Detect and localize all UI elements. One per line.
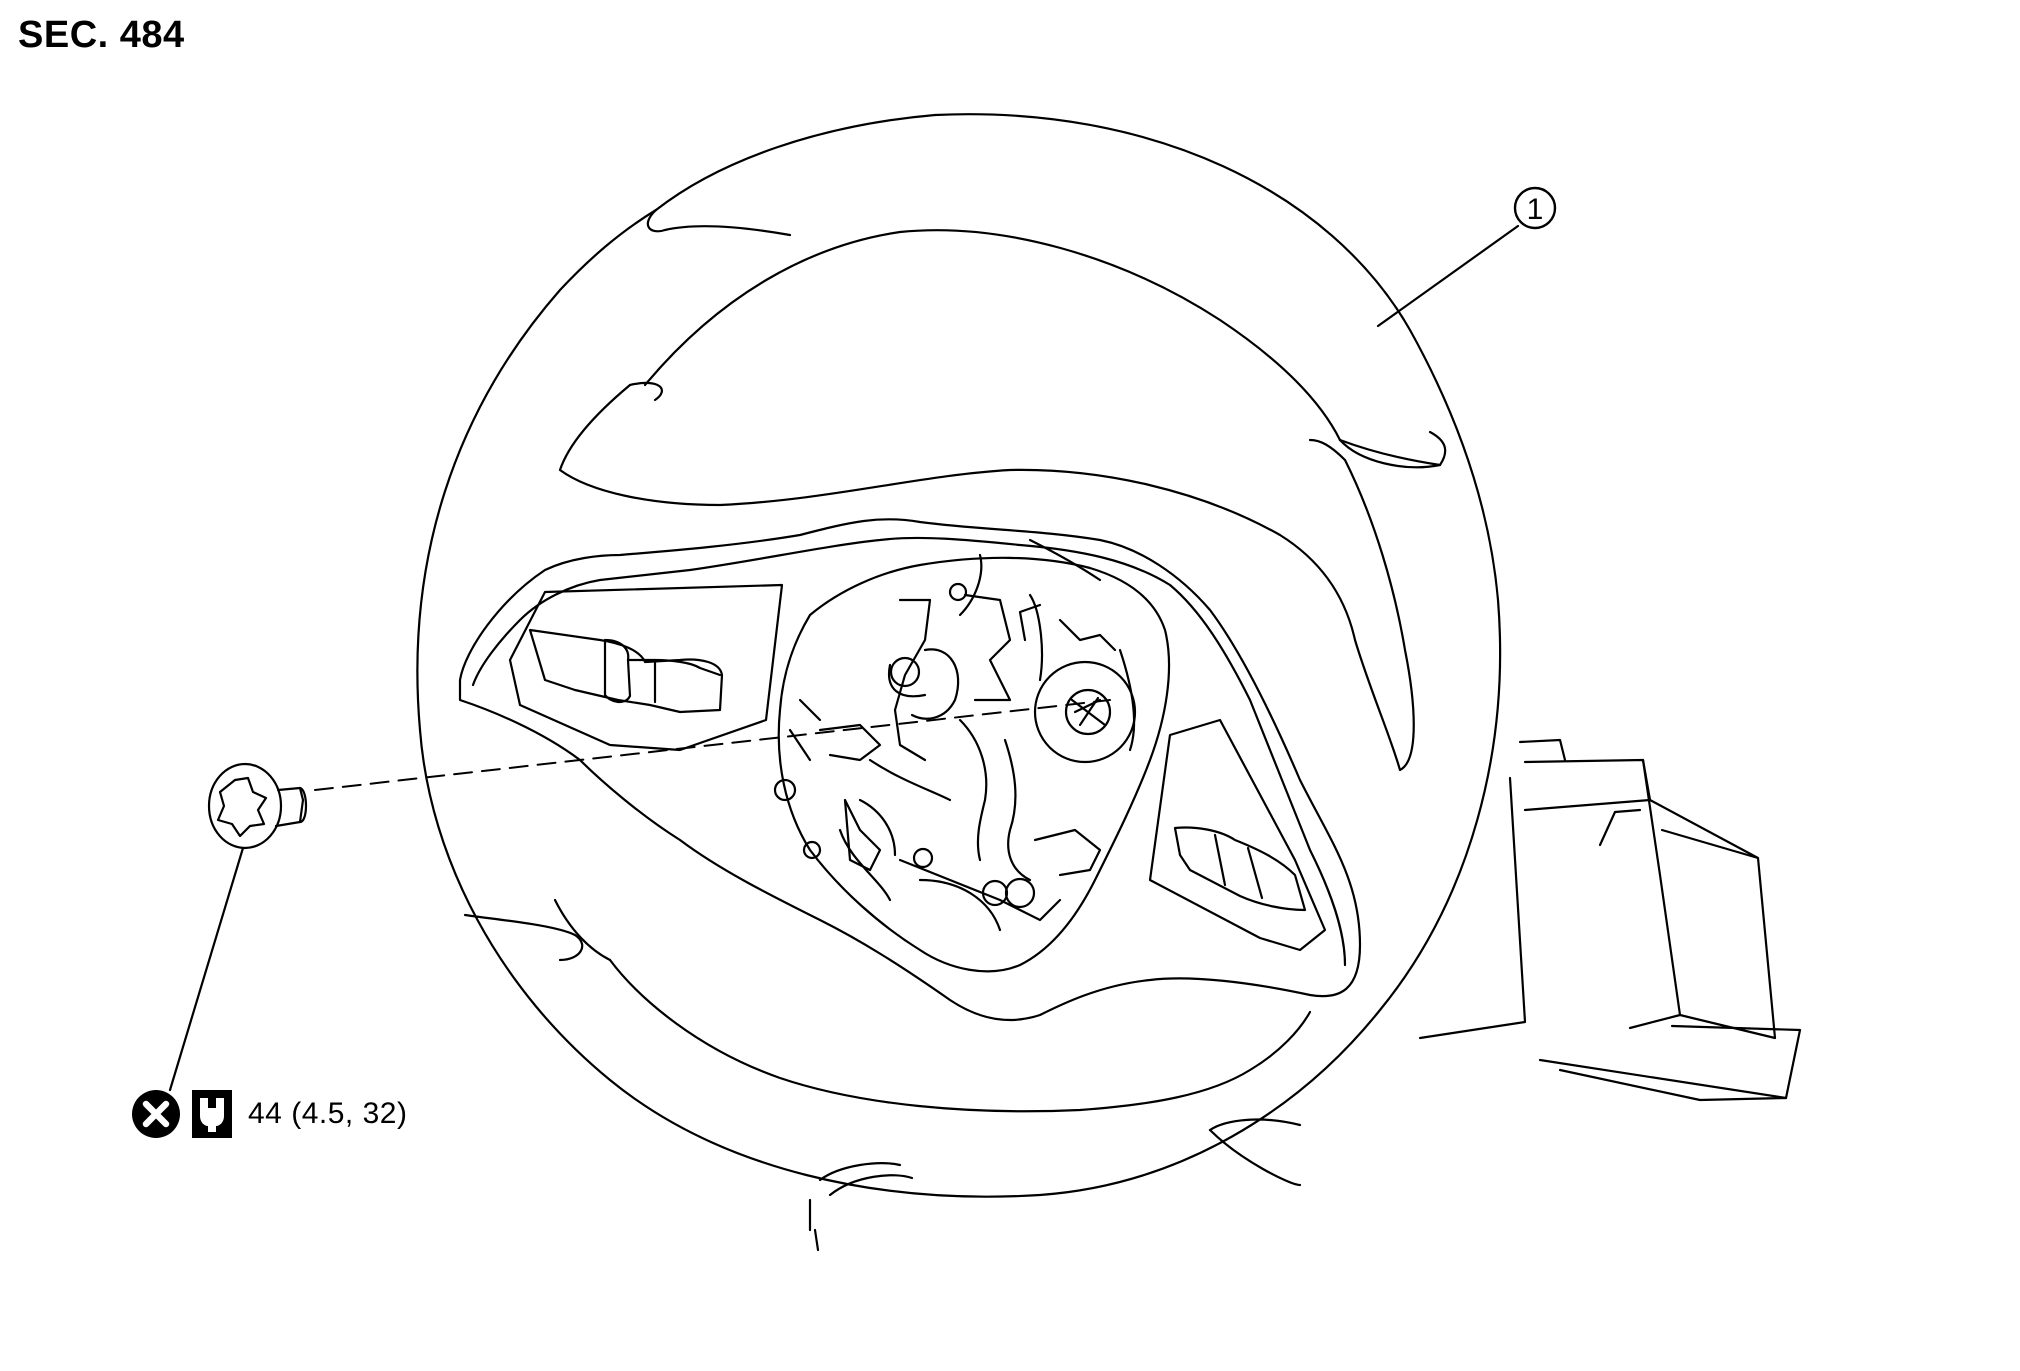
callout-1-label: 1 <box>1527 193 1544 226</box>
torque-wrench-icon <box>192 1090 232 1138</box>
alignment-dashed-line <box>314 699 1111 791</box>
torque-leader-line <box>168 846 245 1092</box>
wheel-rim <box>416 113 1502 1252</box>
steering-column <box>1418 738 1802 1102</box>
do-not-reuse-icon <box>132 1090 180 1138</box>
steering-wheel-bolt <box>207 762 308 850</box>
torque-spec: 44 (4.5, 32) <box>130 1088 407 1140</box>
section-label: SEC. 484 <box>18 14 185 56</box>
torque-value: 44 (4.5, 32) <box>248 1097 408 1130</box>
callout-1: 1 <box>1513 186 1557 230</box>
callout-1-leader-line <box>1376 224 1520 328</box>
wheel-spoke-housing <box>458 518 1362 1022</box>
